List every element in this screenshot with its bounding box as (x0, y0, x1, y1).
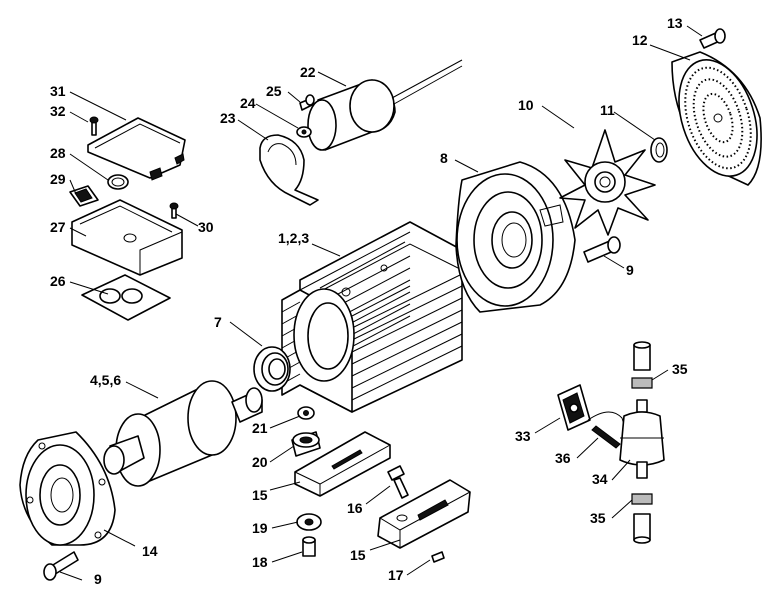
label-10: 10 (518, 97, 534, 113)
label-4-5-6: 4,5,6 (90, 372, 121, 388)
mounting-bar-15-bottom (377, 479, 471, 549)
label-1-2-3: 1,2,3 (278, 230, 309, 246)
label-14: 14 (142, 543, 158, 559)
label-27: 27 (50, 219, 66, 235)
label-13: 13 (667, 15, 683, 31)
fan-impeller-10 (559, 129, 656, 236)
label-8: 8 (440, 150, 448, 166)
motor-housing (281, 221, 463, 413)
label-23: 23 (220, 110, 236, 126)
screw-13 (699, 28, 726, 49)
part-17 (431, 551, 445, 563)
screw-25 (299, 94, 315, 111)
label-35-bottom: 35 (590, 510, 606, 526)
screw-30 (169, 202, 179, 219)
cable-gland-20 (291, 431, 321, 457)
leader-lines (59, 25, 703, 581)
label-29: 29 (50, 171, 66, 187)
label-33: 33 (515, 428, 531, 444)
rotor-shaft (103, 380, 263, 487)
fan-cover-12 (671, 51, 762, 186)
label-15-bottom: 15 (350, 547, 366, 563)
label-7: 7 (214, 314, 222, 330)
label-36: 36 (555, 450, 571, 466)
seal-29 (69, 185, 99, 207)
label-20: 20 (252, 454, 268, 470)
washer-19 (296, 513, 322, 531)
terminal-cover-31 (87, 117, 186, 181)
part-labels: 1,2,3 4,5,6 7 8 9 9 10 11 12 13 14 15 15… (50, 15, 688, 587)
screw-18 (302, 536, 316, 557)
label-24: 24 (240, 95, 256, 111)
label-28: 28 (50, 145, 66, 161)
label-15-top: 15 (252, 487, 268, 503)
label-19: 19 (252, 520, 268, 536)
label-21: 21 (252, 420, 268, 436)
label-9-bottom: 9 (94, 571, 102, 587)
ring-28 (107, 174, 129, 190)
label-35-top: 35 (672, 361, 688, 377)
screw-9-bottom (43, 551, 79, 581)
capacitor-22 (307, 59, 463, 151)
screw-32 (89, 116, 99, 136)
label-22: 22 (300, 64, 316, 80)
bolt-16 (387, 465, 409, 499)
screw-9-top (583, 236, 621, 263)
bearing-7 (253, 346, 291, 392)
label-17: 17 (388, 567, 404, 583)
label-26: 26 (50, 273, 66, 289)
label-32: 32 (50, 103, 66, 119)
label-34: 34 (592, 471, 608, 487)
gasket-26 (81, 274, 171, 321)
label-18: 18 (252, 554, 268, 570)
label-25: 25 (266, 83, 282, 99)
mounting-bar-15-top (294, 431, 391, 497)
bracket-33 (557, 384, 591, 431)
flange-14 (19, 431, 116, 546)
strap-36 (587, 411, 626, 449)
filter-34 (619, 341, 665, 544)
end-shield-8 (455, 161, 576, 313)
label-11: 11 (600, 102, 615, 118)
ring-11 (650, 137, 668, 163)
label-31: 31 (50, 83, 66, 99)
nut-24 (296, 126, 312, 138)
clamp-23 (259, 134, 319, 206)
nut-21 (297, 406, 315, 420)
terminal-box-27 (71, 199, 183, 276)
label-9-top: 9 (626, 262, 634, 278)
label-16: 16 (347, 500, 363, 516)
label-12: 12 (632, 32, 648, 48)
label-30: 30 (198, 219, 214, 235)
